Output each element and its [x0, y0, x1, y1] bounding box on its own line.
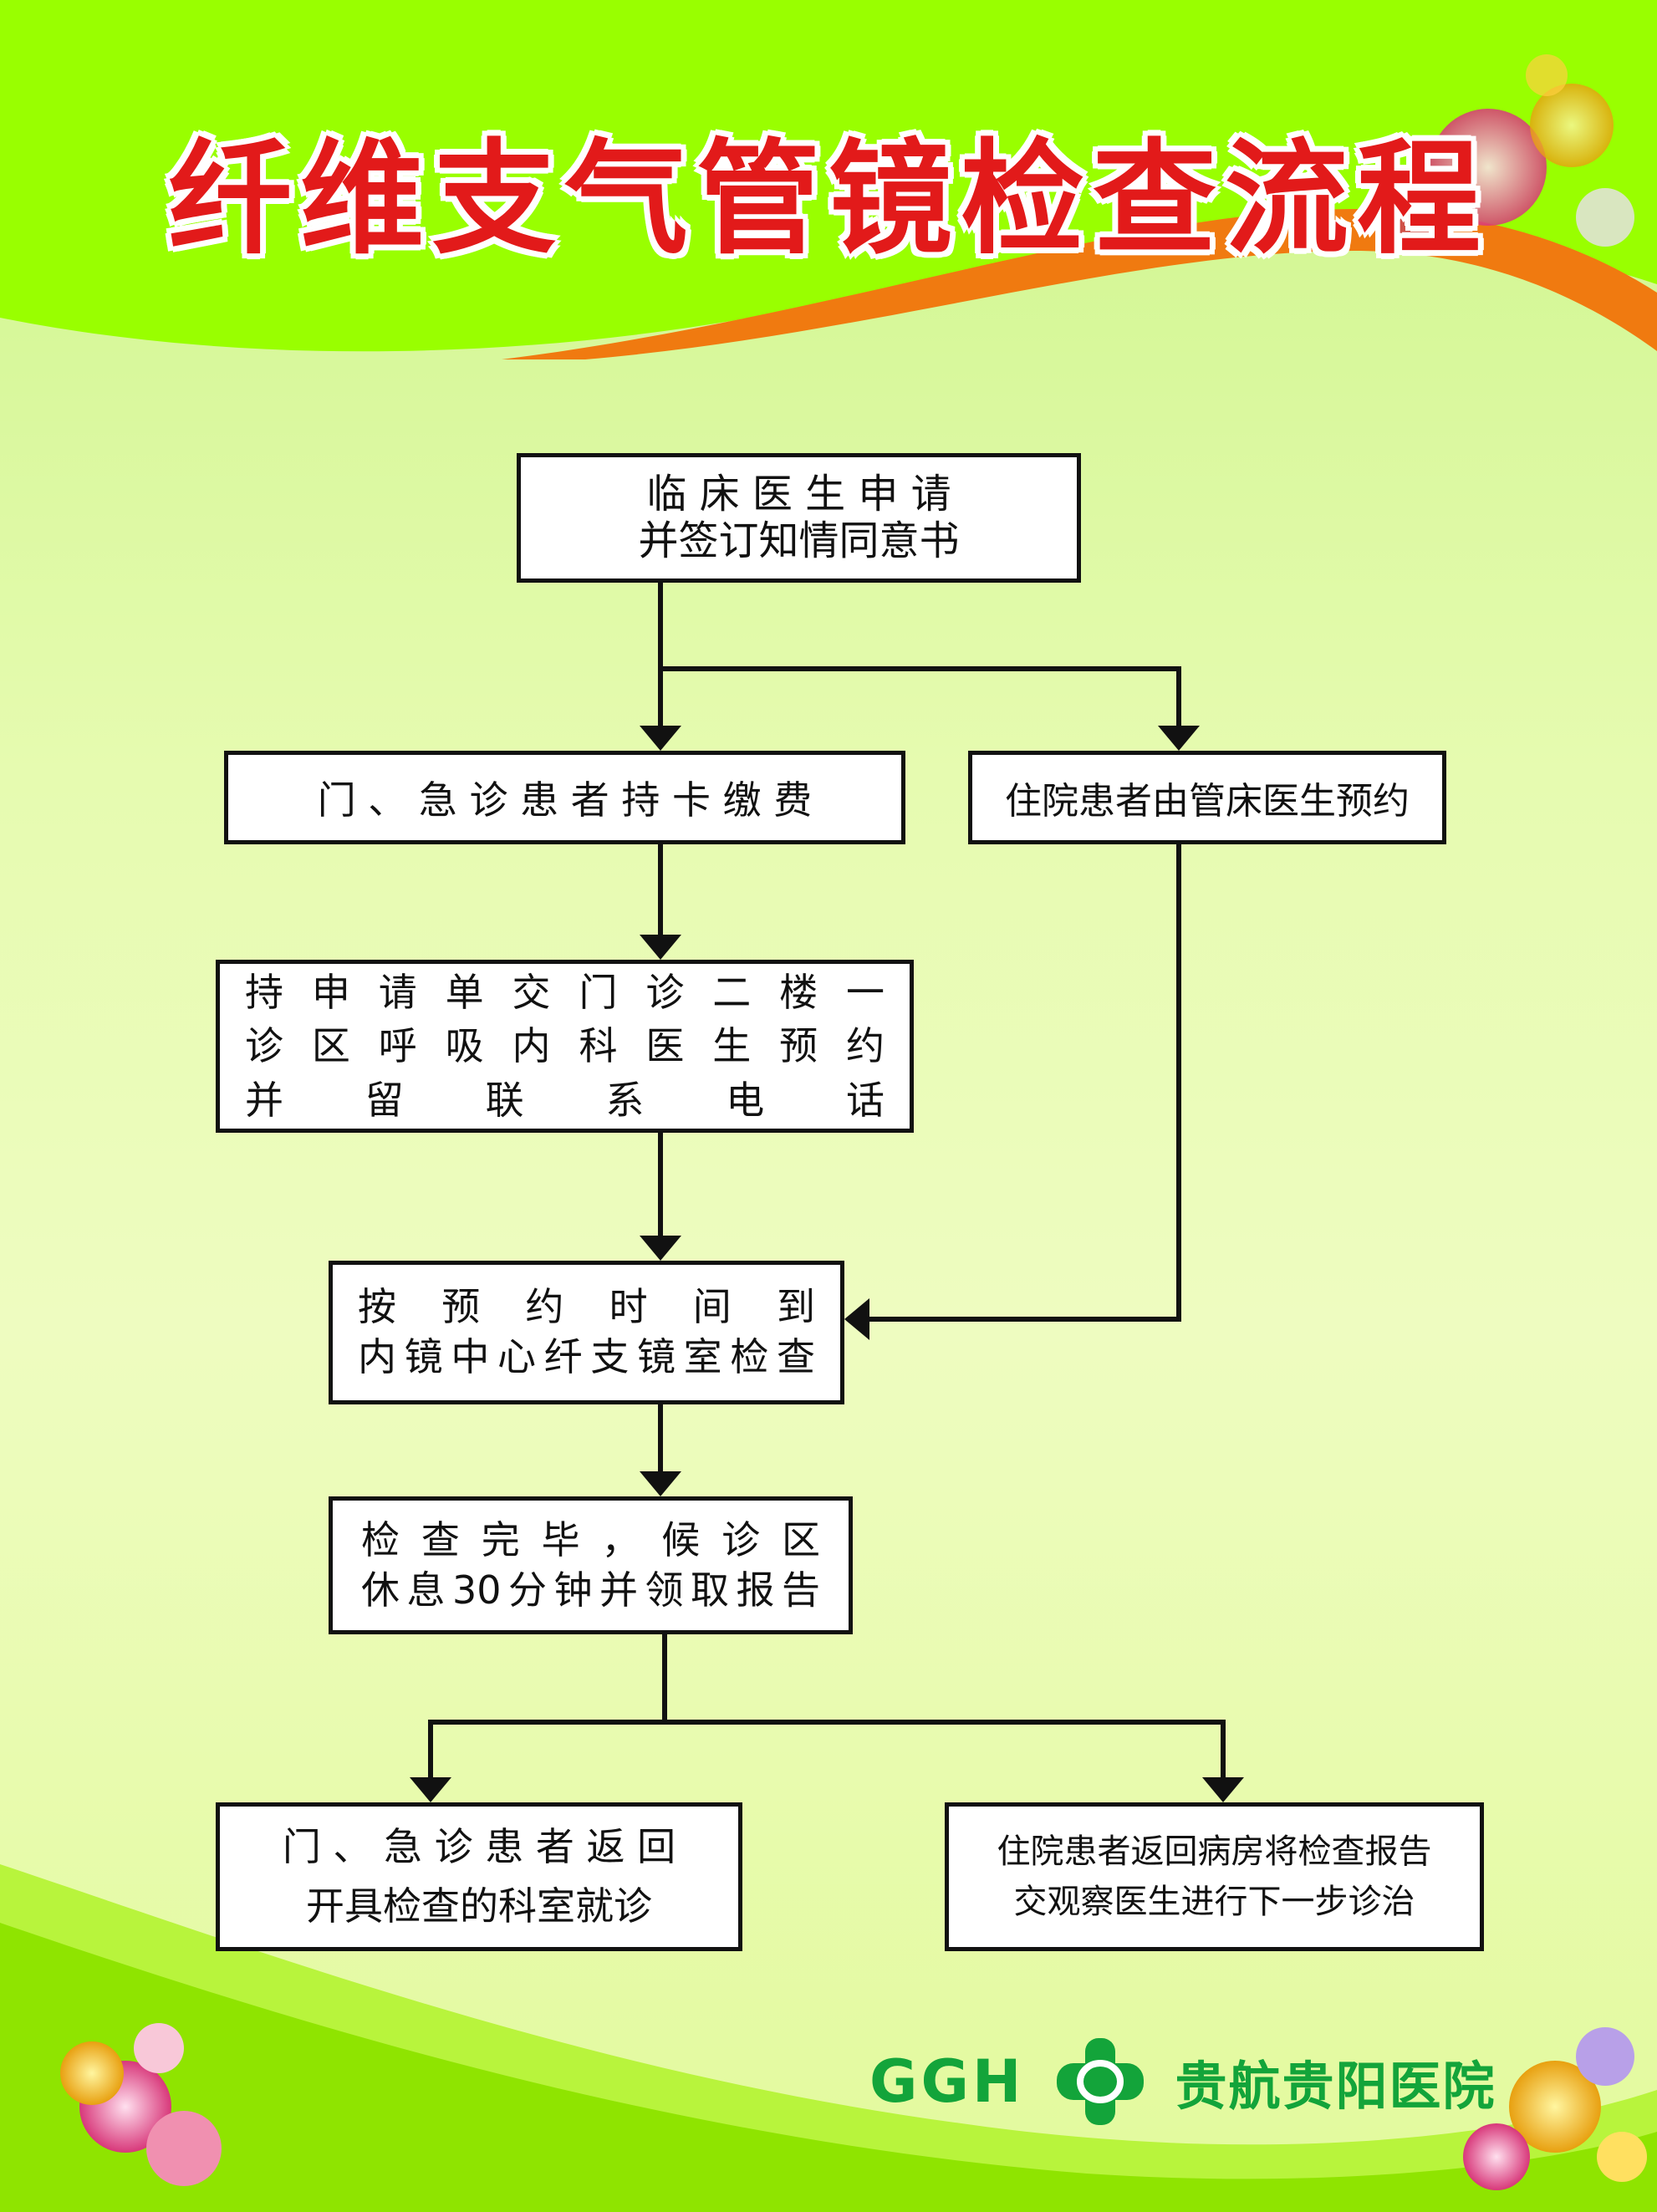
step-box-inpatient-booking: 住院患者由管床医生预约	[968, 751, 1446, 844]
logo-hospital-name: 贵航贵阳医院	[1175, 2056, 1496, 2117]
step-box-rest-and-report: 检 查 完 毕 ， 候 诊 区 休息30分钟并领取报告	[329, 1496, 853, 1634]
step-box-outpatient-return: 门 、 急 诊 患 者 返 回 开具检查的科室就诊	[216, 1802, 742, 1951]
step-line: 住院患者由管床医生预约	[1005, 780, 1410, 823]
page-title: 纤维支气管镜检查流程	[168, 127, 1489, 271]
step-line: 内镜中心纤支镜室检查	[358, 1334, 815, 1379]
step-line: 临 床 医 生 申 请	[646, 471, 951, 518]
logo-abbreviation: GGH	[869, 2047, 1025, 2116]
step-line: 检 查 完 毕 ， 候 诊 区	[361, 1516, 820, 1562]
step-box-clinician-request: 临 床 医 生 申 请 并签订知情同意书	[517, 453, 1081, 583]
step-line: 交观察医生进行下一步诊治	[1013, 1883, 1415, 1921]
step-box-examination: 按 预 约 时 间 到 内镜中心纤支镜室检查	[329, 1261, 844, 1404]
step-box-outpatient-payment: 门 、 急 诊 患 者 持 卡 缴 费	[224, 751, 905, 844]
step-line: 并留联系电话	[245, 1077, 885, 1123]
step-line: 休息30分钟并领取报告	[361, 1567, 820, 1613]
flower-cluster-bottom-left	[60, 2023, 222, 2186]
step-line: 按 预 约 时 间 到	[358, 1284, 815, 1330]
step-line: 门 、 急 诊 患 者 持 卡 缴 费	[317, 777, 813, 823]
step-line: 门 、 急 诊 患 者 返 回	[282, 1823, 676, 1869]
step-line: 住院患者返回病房将检查报告	[997, 1832, 1432, 1871]
step-line: 并签订知情同意书	[638, 517, 960, 564]
hospital-logo: GGH 贵航贵阳医院	[869, 2031, 1496, 2132]
step-line: 诊区呼吸内科医生预约	[245, 1023, 885, 1069]
step-box-submit-form: 持申请单交门诊二楼一 诊区呼吸内科医生预约 并留联系电话	[216, 960, 914, 1133]
flower-cluster-bottom-right	[1463, 2027, 1647, 2190]
step-line: 持申请单交门诊二楼一	[245, 969, 885, 1015]
step-line: 开具检查的科室就诊	[306, 1883, 652, 1929]
cross-emblem-icon	[1056, 2038, 1144, 2125]
flower-cluster-top-right	[1388, 54, 1634, 251]
step-box-inpatient-return: 住院患者返回病房将检查报告 交观察医生进行下一步诊治	[945, 1802, 1484, 1951]
